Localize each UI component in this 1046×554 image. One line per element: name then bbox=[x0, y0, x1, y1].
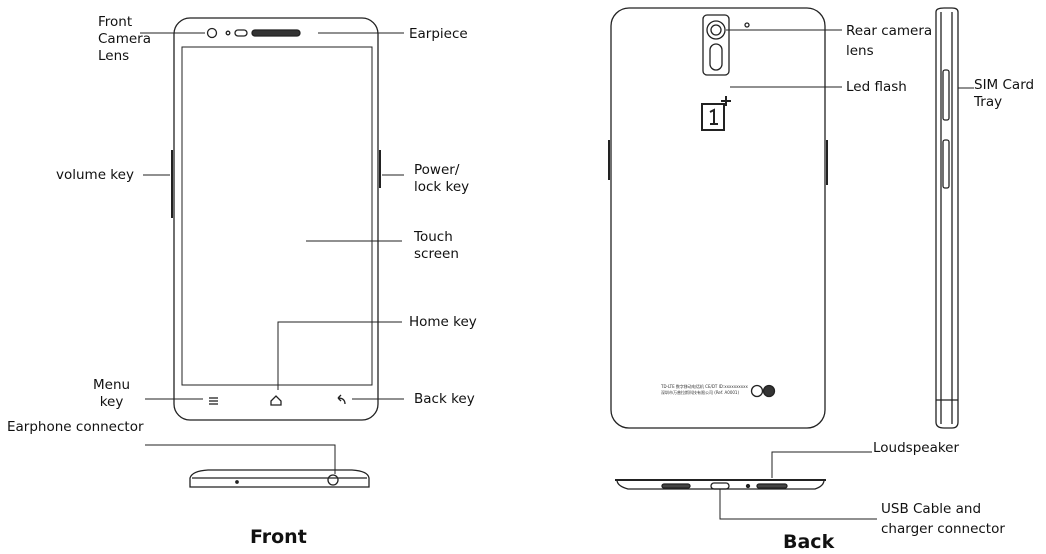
label-back-key: Back key bbox=[414, 391, 475, 407]
microphone-grille bbox=[661, 483, 691, 489]
label-earphone-connector: Earphone connector bbox=[7, 419, 144, 435]
label-volume-key: volume key bbox=[56, 167, 134, 183]
label-loudspeaker: Loudspeaker bbox=[873, 440, 960, 456]
label-home-key: Home key bbox=[409, 314, 477, 330]
earphone-jack-icon bbox=[327, 474, 339, 486]
back-phone bbox=[608, 7, 828, 429]
label-power-key: Power/ lock key bbox=[414, 162, 470, 195]
caption-front: Front bbox=[250, 526, 307, 548]
cert-mark-icon bbox=[750, 384, 764, 398]
regulatory-text: TD-LTE 数字移动电话机 CE/DT ID:xxxxxxxxxx 深圳市万普… bbox=[661, 384, 748, 396]
regulatory-line-2: 深圳市万普拉斯科技有限公司 (Ref. A0001) bbox=[661, 390, 740, 395]
loudspeaker-grille bbox=[756, 483, 788, 489]
home-key-icon bbox=[270, 395, 282, 406]
front-camera-icon bbox=[206, 27, 218, 39]
label-touch-screen: Touch screen bbox=[414, 229, 459, 262]
back-key-icon bbox=[337, 394, 346, 405]
label-sim-tray: SIM Card Tray bbox=[974, 77, 1035, 110]
label-menu-key: Menu key bbox=[93, 377, 131, 410]
label-earpiece: Earpiece bbox=[409, 26, 468, 42]
label-usb-connector: USB Cable and charger connector bbox=[881, 501, 1005, 537]
leader-lines bbox=[140, 29, 974, 520]
front-bottom-edge bbox=[189, 469, 370, 488]
back-bottom-edge bbox=[615, 479, 826, 490]
earpiece-icon bbox=[251, 29, 301, 37]
oneplus-logo bbox=[701, 96, 731, 131]
menu-key-icon bbox=[209, 397, 218, 405]
sim-tray-icon bbox=[942, 69, 950, 121]
front-phone bbox=[171, 17, 381, 421]
led-flash-icon bbox=[709, 43, 723, 71]
label-led-flash: Led flash bbox=[846, 79, 907, 95]
side-phone bbox=[935, 7, 959, 429]
label-rear-camera: Rear camera lens bbox=[846, 23, 933, 59]
rear-camera-module bbox=[702, 14, 730, 76]
rear-camera-icon bbox=[706, 20, 726, 40]
caption-back: Back bbox=[783, 531, 835, 553]
regulatory-line-1: TD-LTE 数字移动电话机 CE/DT ID:xxxxxxxxxx bbox=[661, 384, 748, 389]
usb-port-icon bbox=[710, 482, 730, 490]
label-front-camera: Front Camera Lens bbox=[98, 14, 151, 64]
